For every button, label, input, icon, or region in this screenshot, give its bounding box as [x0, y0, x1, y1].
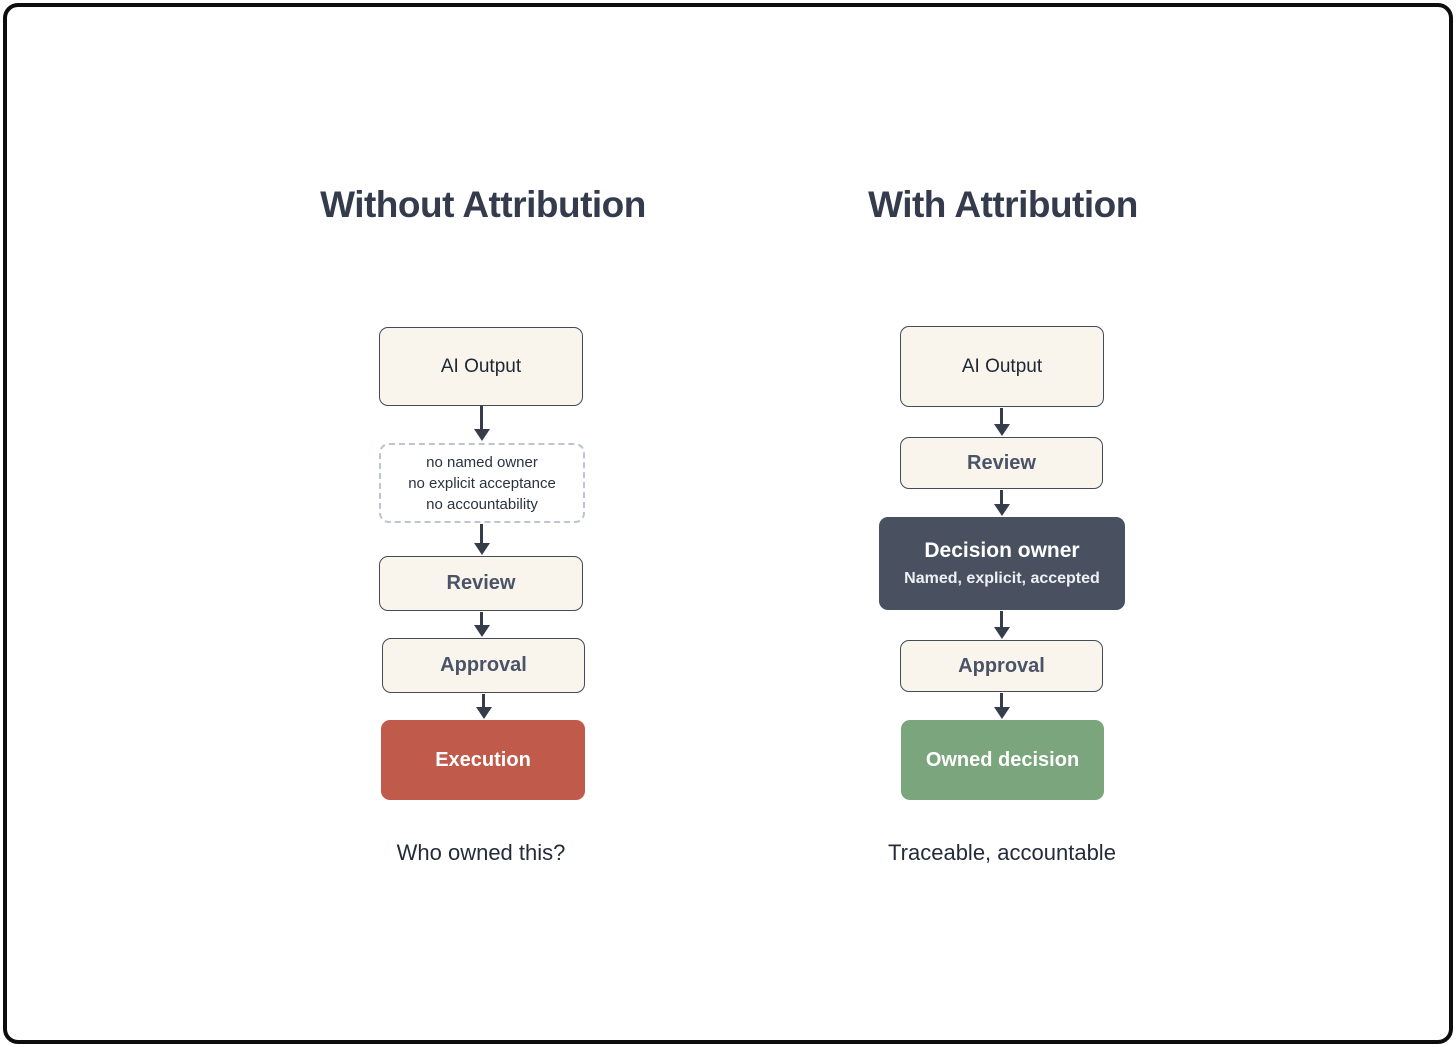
left-node-ai-output: AI Output: [379, 327, 583, 406]
right-node-ai-output: AI Output: [900, 326, 1104, 407]
right-column-title: With Attribution: [868, 184, 1138, 225]
left-column-title: Without Attribution: [320, 184, 646, 225]
right-arrow-4: [993, 693, 1010, 719]
right-node-owned-decision: Owned decision: [901, 720, 1104, 800]
right-node-decision-owner-subtitle: Named, explicit, accepted: [904, 570, 1100, 587]
right-node-review-label: Review: [967, 451, 1036, 474]
gap-line-2: no explicit acceptance: [408, 474, 556, 492]
left-node-execution: Execution: [381, 720, 585, 800]
left-column-caption: Who owned this?: [396, 840, 566, 865]
right-node-review: Review: [900, 437, 1103, 489]
left-arrow-3: [473, 612, 490, 637]
left-node-approval: Approval: [382, 638, 585, 693]
right-arrow-3: [993, 611, 1010, 639]
right-node-decision-owner-title: Decision owner: [924, 539, 1080, 562]
left-node-execution-label: Execution: [435, 748, 531, 771]
outer-frame: [3, 3, 1453, 1044]
right-column-caption: Traceable, accountable: [888, 840, 1116, 865]
left-arrow-2: [473, 524, 490, 555]
gap-line-3: no accountability: [426, 495, 538, 513]
right-node-ai-output-label: AI Output: [961, 355, 1043, 377]
left-arrow-1: [473, 406, 490, 441]
right-node-approval: Approval: [900, 640, 1103, 692]
right-arrow-1: [993, 408, 1010, 436]
gap-line-1: no named owner: [426, 453, 538, 471]
right-node-decision-owner: Decision owner Named, explicit, accepted: [879, 517, 1125, 610]
right-node-owned-decision-label: Owned decision: [925, 748, 1080, 771]
right-arrow-2: [993, 490, 1010, 516]
left-node-ai-output-label: AI Output: [440, 355, 522, 377]
left-node-review-label: Review: [446, 572, 516, 594]
left-node-approval-label: Approval: [440, 654, 527, 676]
left-node-review: Review: [379, 556, 583, 611]
right-node-approval-label: Approval: [958, 654, 1045, 677]
left-arrow-4: [475, 694, 492, 719]
left-node-attribution-gap: no named owner no explicit acceptance no…: [379, 443, 585, 523]
